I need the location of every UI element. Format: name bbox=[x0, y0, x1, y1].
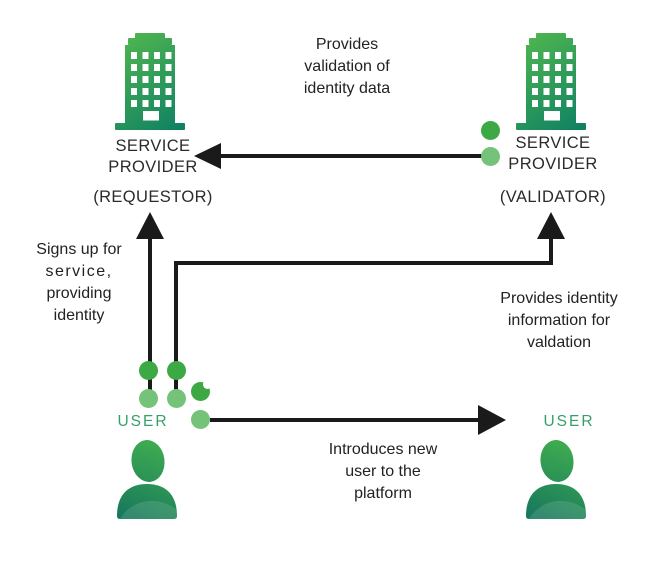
requestor-subtitle: (REQUESTOR) bbox=[93, 188, 213, 206]
requestor-title: SERVICE PROVIDER bbox=[108, 137, 198, 176]
arrow-provides-validation-line bbox=[220, 154, 484, 158]
arrow-provides-identity-segment-horizontal bbox=[174, 261, 553, 265]
person-icon bbox=[112, 437, 182, 524]
validator-title: SERVICE PROVIDER bbox=[508, 134, 598, 173]
user-left-label: USER bbox=[117, 413, 169, 430]
arrowhead-up-icon bbox=[136, 212, 164, 239]
arrowhead-left-icon bbox=[194, 143, 221, 169]
arrowhead-up-icon bbox=[537, 212, 565, 239]
building-icon bbox=[516, 30, 586, 135]
light-green-dot-icon bbox=[481, 147, 500, 166]
light-green-dot-icon bbox=[139, 389, 158, 408]
green-dot-icon bbox=[481, 121, 500, 140]
green-dot-notched-icon bbox=[191, 380, 212, 401]
arrowhead-right-icon bbox=[478, 405, 506, 435]
arrow-provides-identity-segment-vertical bbox=[174, 263, 178, 400]
light-green-dot-icon bbox=[191, 410, 210, 429]
introduces-label: Introduces new user to the platform bbox=[328, 441, 438, 502]
arrow-provides-identity-segment-riser bbox=[549, 238, 553, 265]
light-green-dot-icon bbox=[167, 389, 186, 408]
arrow-introduces-line bbox=[210, 418, 478, 422]
person-icon bbox=[521, 437, 591, 524]
user-right-label: USER bbox=[543, 413, 595, 430]
provides-validation-label: Provides validation of identity data bbox=[303, 36, 391, 97]
signs-up-label: Signs up for service, providing identity bbox=[36, 241, 122, 324]
building-icon bbox=[115, 30, 185, 135]
green-dot-icon bbox=[139, 361, 158, 380]
validator-subtitle: (VALIDATOR) bbox=[499, 188, 607, 206]
green-dot-icon bbox=[167, 361, 186, 380]
arrow-signs-up-line bbox=[148, 237, 152, 400]
provides-identity-label: Provides identity information for valdat… bbox=[500, 290, 618, 351]
